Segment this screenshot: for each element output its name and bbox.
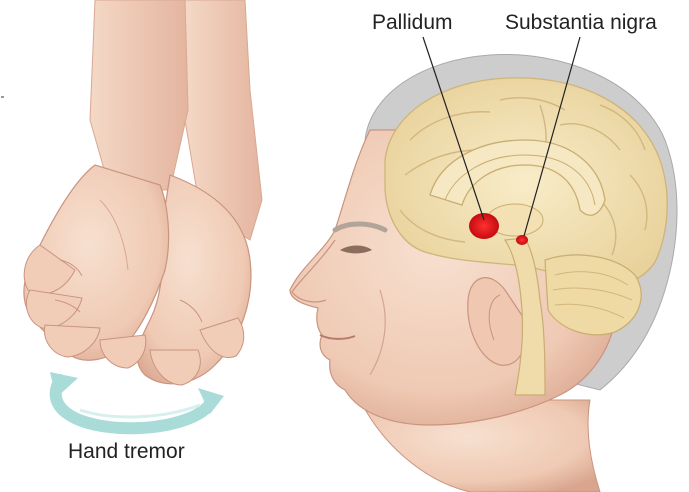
label-pallidum: Pallidum [372, 12, 453, 33]
substantia-nigra-highlight [516, 235, 528, 245]
label-hand-tremor: Hand tremor [68, 441, 185, 462]
hands [24, 0, 262, 385]
curved-double-arrow-icon [50, 372, 224, 428]
forearm-front [90, 0, 188, 190]
label-substantia-nigra: Substantia nigra [505, 12, 657, 33]
pallidum-highlight [469, 213, 499, 239]
